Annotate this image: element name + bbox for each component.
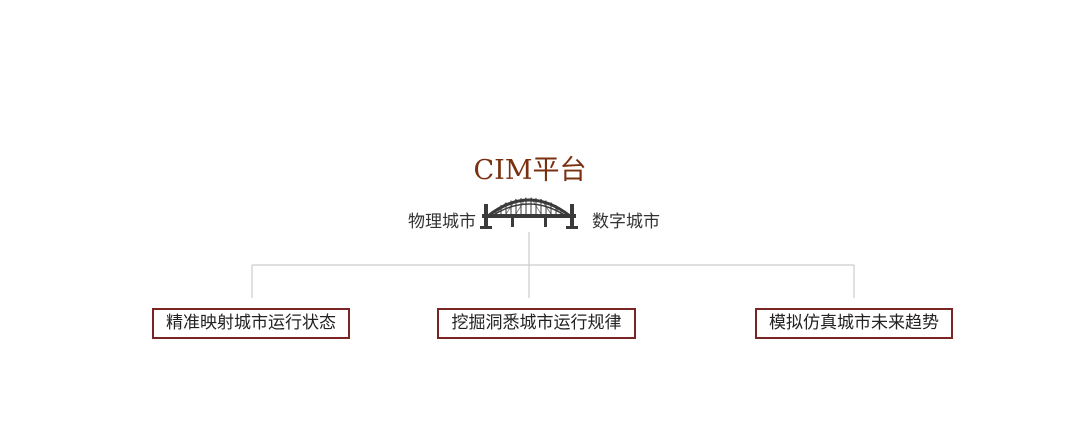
output-box-simulation: 模拟仿真城市未来趋势 xyxy=(755,308,953,339)
output-box-patterns: 挖掘洞悉城市运行规律 xyxy=(437,308,636,339)
diagram-title: CIM平台 xyxy=(473,155,587,186)
digital-city-label: 数字城市 xyxy=(592,212,660,232)
physical-city-label: 物理城市 xyxy=(408,212,476,232)
bridge-icon xyxy=(480,197,578,229)
output-box-mapping: 精准映射城市运行状态 xyxy=(152,308,350,339)
